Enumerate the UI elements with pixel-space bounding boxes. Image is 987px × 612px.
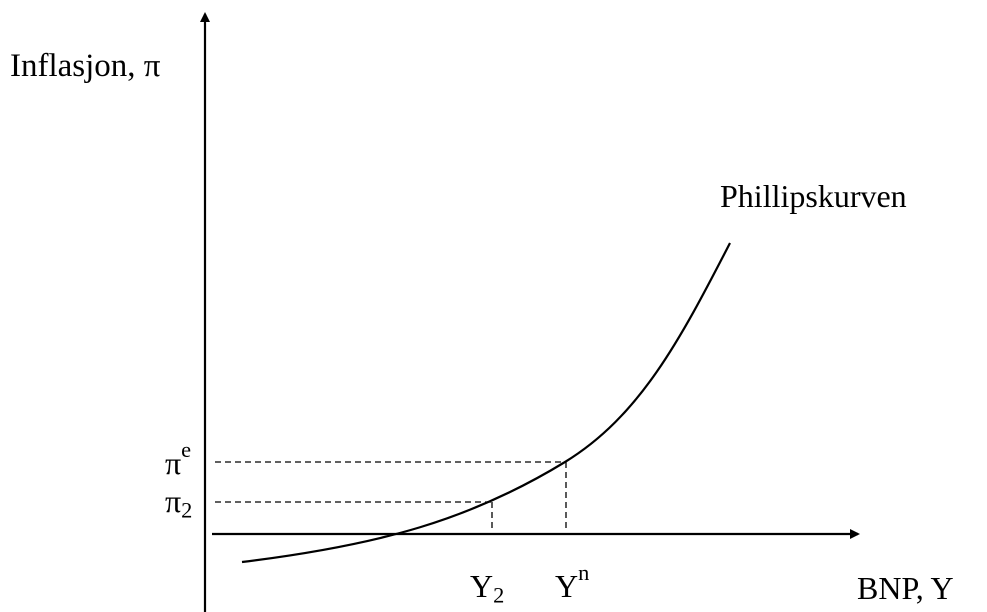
yn-superscript: n [578, 560, 590, 586]
phillips-curve [241, 242, 731, 564]
pi-e-superscript: e [181, 437, 192, 463]
pi-2-base: π [165, 483, 182, 519]
y2-base: Y [470, 568, 494, 604]
y2-tick-label: Y2 [470, 568, 504, 606]
curve-label: Phillipskurven [720, 178, 907, 214]
pi-e-base: π [165, 445, 182, 481]
pi-2-subscript: 2 [181, 497, 193, 523]
yn-base: Y [555, 568, 579, 604]
x-axis-title: BNP, Y [857, 570, 954, 606]
y-axis-title: Inflasjon, π [10, 48, 161, 84]
y2-subscript: 2 [493, 582, 505, 608]
yn-tick-label: Yn [555, 562, 589, 604]
pi-e-tick-label: πe [165, 439, 191, 481]
pi-2-tick-label: π2 [165, 483, 192, 521]
